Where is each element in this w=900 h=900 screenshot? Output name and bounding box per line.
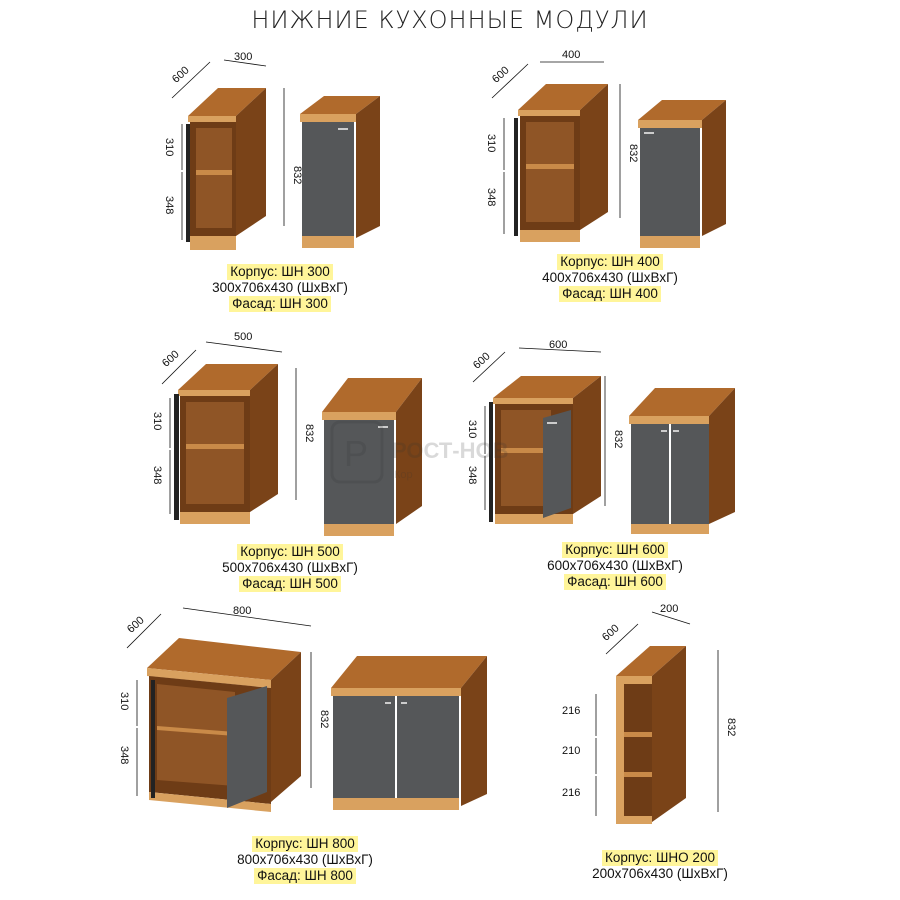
shelf-label-3: 216 — [562, 787, 580, 799]
height-label: 832 — [612, 430, 624, 448]
module-sh300: 600 300 832 310 348 Корпус: ШН 300 300х7… — [160, 48, 400, 318]
cabinet-drawing-sh300: 600 300 832 310 348 — [163, 51, 380, 250]
shelf-top-label: 310 — [163, 138, 175, 156]
cabinet-drawing-sho200: 600 200 832 216 210 216 — [562, 603, 737, 824]
facade-label: Фасад: ШН 400 — [559, 286, 661, 302]
cabinet-drawing-sh500: 600 500 832 310 348 — [151, 331, 422, 536]
width-label: 500 — [234, 331, 252, 343]
size-label: 600х706х430 (ШхВхГ) — [547, 558, 683, 573]
depth-label: 600 — [125, 614, 147, 635]
size-label: 800х706х430 (ШхВхГ) — [237, 852, 373, 867]
module-sh600: 600 600 832 310 348 Корпус: ШН 600 600х7… — [465, 336, 755, 598]
shelf-bottom-label: 348 — [151, 466, 163, 484]
facade-label: Фасад: ШН 500 — [239, 576, 341, 592]
size-label: 300х706х430 (ШхВхГ) — [212, 280, 348, 295]
size-label: 500х706х430 (ШхВхГ) — [222, 560, 358, 575]
shelf-bottom-label: 348 — [118, 746, 130, 764]
shelf-bottom-label: 348 — [466, 466, 478, 484]
corpus-label: Корпус: ШН 800 — [252, 836, 358, 852]
shelf-bottom-label: 348 — [163, 196, 175, 214]
facade-label: Фасад: ШН 800 — [254, 868, 356, 884]
module-sho200: 600 200 832 216 210 216 Корпус: ШНО 200 … — [560, 602, 760, 892]
depth-label: 600 — [160, 348, 182, 369]
height-label: 832 — [627, 144, 639, 162]
depth-label: 600 — [600, 622, 622, 643]
depth-label: 600 — [471, 350, 493, 371]
module-sh400: 600 400 832 310 348 Корпус: ШН 400 400х7… — [480, 48, 730, 318]
cabinet-drawing-sh800: 600 800 832 310 348 — [118, 605, 487, 812]
shelf-label-1: 216 — [562, 705, 580, 717]
height-label: 832 — [725, 718, 737, 736]
corpus-label: Корпус: ШН 500 — [237, 544, 343, 560]
facade-label: Фасад: ШН 300 — [229, 296, 331, 312]
facade-label: Фасад: ШН 600 — [564, 574, 666, 590]
page-title: НИЖНИЕ КУХОННЫЕ МОДУЛИ — [251, 6, 649, 34]
countertop — [188, 88, 266, 116]
corpus-label: Корпус: ШН 400 — [557, 254, 663, 270]
open-facade-door — [543, 410, 571, 518]
cabinet-drawing-sh400: 600 400 832 310 348 — [485, 49, 726, 248]
height-label: 832 — [318, 710, 330, 728]
size-label: 400х706х430 (ШхВхГ) — [542, 270, 678, 285]
shelf-top-label: 310 — [466, 420, 478, 438]
cabinet-drawing-sh600: 600 600 832 310 348 — [466, 339, 735, 534]
shelf-top-label: 310 — [151, 412, 163, 430]
height-label: 832 — [303, 424, 315, 442]
width-label: 800 — [233, 605, 251, 617]
corpus-label: Корпус: ШН 600 — [562, 542, 668, 558]
shelf-top-label: 310 — [118, 692, 130, 710]
open-door-edge — [186, 124, 190, 242]
module-sh800: 600 800 832 310 348 Корпус: ШН 800 800х7… — [115, 600, 495, 892]
corpus-label: Корпус: ШНО 200 — [602, 850, 718, 866]
shelf-top-label: 310 — [485, 134, 497, 152]
corpus-label: Корпус: ШН 300 — [227, 264, 333, 280]
width-label: 200 — [660, 603, 678, 615]
shelf-label-2: 210 — [562, 745, 580, 757]
width-label: 300 — [234, 51, 252, 63]
module-sh500: 600 500 832 310 348 Корпус: ШН 500 500х7… — [150, 328, 440, 598]
size-label: 200х706х430 (ШхВхГ) — [592, 866, 728, 881]
shelf-bottom-label: 348 — [485, 188, 497, 206]
width-label: 400 — [562, 49, 580, 61]
width-label: 600 — [549, 339, 567, 351]
facade-door — [302, 122, 354, 236]
height-label: 832 — [291, 166, 303, 184]
